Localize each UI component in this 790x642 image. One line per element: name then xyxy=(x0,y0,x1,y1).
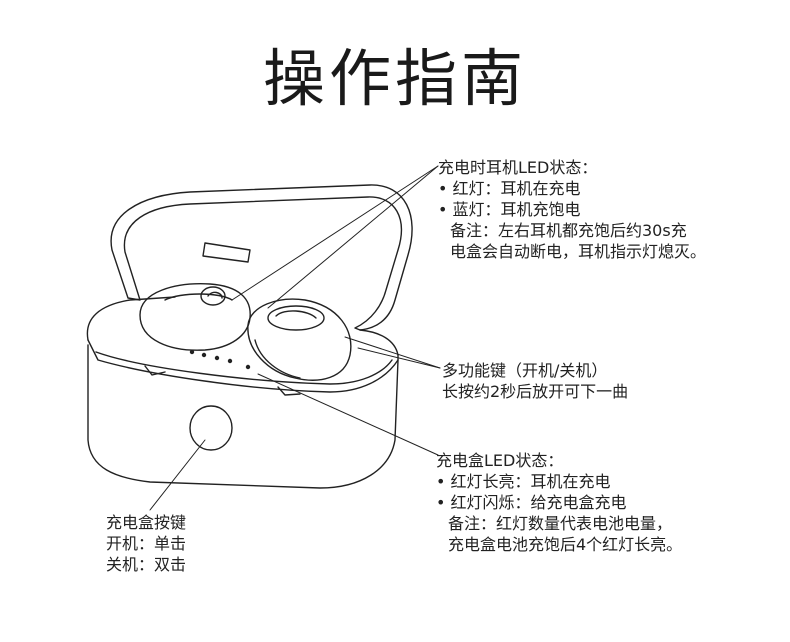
case-body xyxy=(86,296,399,489)
case-led-indicators xyxy=(189,349,251,370)
earphone-led-red: 红灯：耳机在充电 xyxy=(438,178,706,199)
case-led-red-flash: 红灯闪烁：给充电盒充电 xyxy=(436,492,682,513)
case-led-note-2: 充电盒电池充饱后4个红灯长亮。 xyxy=(448,535,683,554)
case-button xyxy=(189,405,233,451)
multi-key-line-2: 长按约2秒后放开可下一曲 xyxy=(442,382,629,401)
case-button-off: 关机：双击 xyxy=(106,555,187,574)
earphone-led-heading: 充电时耳机LED状态： xyxy=(438,158,598,177)
case-led-red-on: 红灯长亮：耳机在充电 xyxy=(436,471,682,492)
right-earbud xyxy=(247,298,352,381)
case-led-notes: 充电盒LED状态： 红灯长亮：耳机在充电 红灯闪烁：给充电盒充电 备注：红灯数量… xyxy=(436,450,682,555)
leader-lines xyxy=(149,165,441,511)
case-button-heading: 充电盒按键 xyxy=(106,513,187,532)
earphone-led-notes: 充电时耳机LED状态： 红灯：耳机在充电 蓝灯：耳机充饱电 备注：左右耳机都充饱… xyxy=(438,157,706,262)
multi-key-line-1: 多功能键（开机/关机） xyxy=(442,361,608,380)
page-title: 操作指南 xyxy=(262,42,527,115)
left-earbud xyxy=(139,283,251,351)
case-led-heading: 充电盒LED状态： xyxy=(436,451,564,470)
case-button-on: 开机：单击 xyxy=(106,534,187,553)
multi-key-notes: 多功能键（开机/关机） 长按约2秒后放开可下一曲 xyxy=(442,360,628,402)
case-button-notes: 充电盒按键 开机：单击 关机：双击 xyxy=(106,512,186,575)
earphone-led-note-1: 备注：左右耳机都充饱后约30s充 xyxy=(450,221,687,240)
case-lid xyxy=(110,184,413,331)
earphone-led-note-2: 电盒会自动断电，耳机指示灯熄灭。 xyxy=(450,242,707,261)
case-led-note-1: 备注：红灯数量代表电池电量， xyxy=(448,514,673,533)
earphone-led-blue: 蓝灯：耳机充饱电 xyxy=(438,199,706,220)
